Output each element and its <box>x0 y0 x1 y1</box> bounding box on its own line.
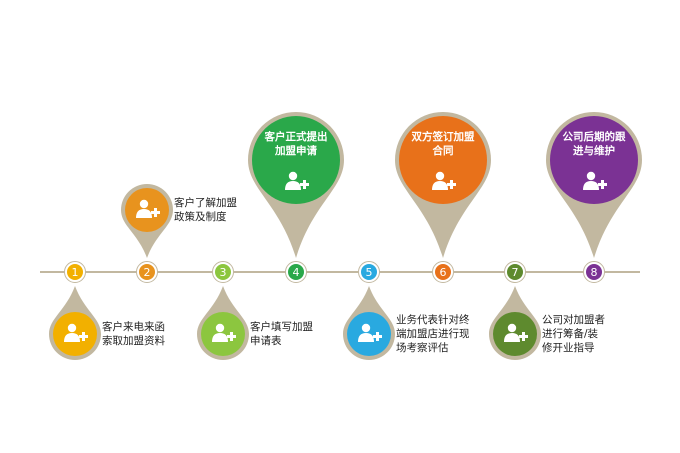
step-label-8: 公司后期的跟 进与维护 <box>562 131 626 157</box>
step-7 <box>489 286 541 360</box>
step-label-3: 客户填写加盟 申请表 <box>250 321 313 347</box>
step-6 <box>395 112 491 258</box>
step-number-2: 2 <box>144 266 151 279</box>
step-label-1: 客户来电来函 索取加盟资料 <box>102 321 165 347</box>
step-number-4: 4 <box>293 266 300 279</box>
step-number-1: 1 <box>72 266 79 279</box>
timeline-node-4: 4 <box>285 261 307 283</box>
step-number-7: 7 <box>512 266 519 279</box>
timeline-node-8: 8 <box>583 261 605 283</box>
step-number-5: 5 <box>366 266 373 279</box>
step-2 <box>121 184 173 258</box>
timeline-node-7: 7 <box>504 261 526 283</box>
step-number-8: 8 <box>591 266 598 279</box>
timeline-node-5: 5 <box>358 261 380 283</box>
step-label-4: 客户正式提出 加盟申请 <box>264 131 328 157</box>
step-label-6: 双方签订加盟 合同 <box>411 131 475 157</box>
step-3 <box>197 286 249 360</box>
step-label-7: 公司对加盟者 进行筹备/装 修开业指导 <box>542 314 605 354</box>
step-8 <box>546 112 642 258</box>
step-number-3: 3 <box>220 266 227 279</box>
step-4 <box>248 112 344 258</box>
step-5 <box>343 286 395 360</box>
pin-disc-6 <box>399 116 487 204</box>
pin-disc-4 <box>252 116 340 204</box>
step-1 <box>49 286 101 360</box>
timeline-node-3: 3 <box>212 261 234 283</box>
step-number-6: 6 <box>440 266 447 279</box>
timeline-node-2: 2 <box>136 261 158 283</box>
step-label-5: 业务代表针对终 端加盟店进行现 场考察评估 <box>396 314 470 354</box>
timeline-node-6: 6 <box>432 261 454 283</box>
timeline-node-1: 1 <box>64 261 86 283</box>
pin-disc-8 <box>550 116 638 204</box>
step-label-2: 客户了解加盟 政策及制度 <box>174 197 237 223</box>
